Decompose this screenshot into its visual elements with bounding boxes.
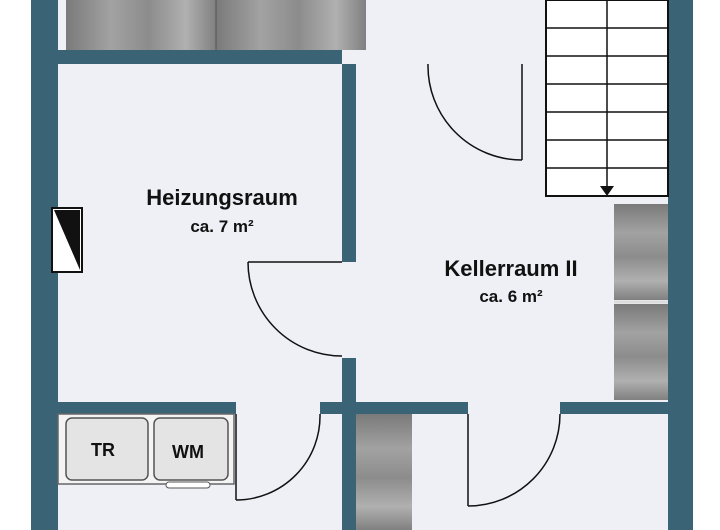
bottom-cabinet [356,414,412,530]
top-cabinet [66,0,366,50]
appliance-label: TR [91,440,115,460]
room-area: ca. 7 m² [190,217,254,236]
appliance-tr [65,417,149,481]
floor-door-opening-bottom-right [468,402,560,414]
right-cabinet [614,204,668,400]
floor-door-opening-middle [342,262,356,358]
room-area: ca. 6 m² [479,287,543,306]
door-bottom-right [467,413,561,507]
chimney-icon [51,207,83,273]
door-bottom-left [235,413,321,501]
floor-heizungsraum [58,64,342,402]
doors [235,63,561,507]
stairs [545,0,669,197]
floor-door-opening-bottom-left [236,402,320,414]
door-middle [247,261,343,357]
floor-top-passage [342,50,543,64]
door-top [427,63,523,161]
arrow-down-icon [600,186,614,196]
appliances: TR WM [57,413,235,489]
room-name: Heizungsraum [146,185,298,210]
room-name: Kellerraum II [444,256,577,281]
appliance-wm [153,417,229,481]
appliance-label: WM [172,442,204,462]
